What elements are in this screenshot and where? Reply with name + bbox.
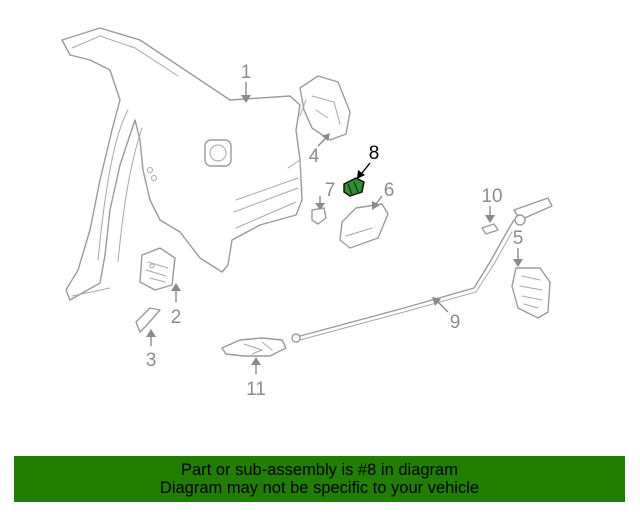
callout-9: 9 — [432, 297, 460, 333]
opener-lever-part — [221, 337, 287, 357]
callout-label-active: 8 — [369, 143, 380, 164]
bracket-part — [139, 247, 176, 291]
callout-label: 11 — [246, 379, 266, 400]
callout-11: 11 — [246, 357, 266, 400]
callout-label: 10 — [481, 186, 502, 207]
callout-label: 7 — [325, 180, 336, 201]
callout-label: 3 — [146, 350, 157, 371]
callout-10: 10 — [481, 186, 503, 223]
spring-hinge-part — [343, 177, 365, 197]
quarter-panel-part — [61, 27, 303, 301]
callout-7: 7 — [315, 180, 335, 210]
callout-label: 4 — [309, 146, 320, 167]
inner-panel-part — [299, 75, 351, 141]
callout-label: 1 — [241, 62, 252, 83]
callout-label: 2 — [171, 307, 182, 328]
release-cable-part — [291, 197, 553, 343]
banner-line-part-number: Part or sub-assembly is #8 in diagram — [181, 461, 458, 479]
parts-diagram: 1 2 3 4 5 6 7 8 9 10 — [61, 27, 553, 400]
callout-label: 9 — [450, 312, 461, 333]
callout-8: 8 — [357, 143, 379, 179]
banner-line-disclaimer: Diagram may not be specific to your vehi… — [159, 479, 480, 497]
callout-2: 2 — [171, 283, 182, 328]
clip-part — [311, 207, 327, 225]
callout-label: 5 — [513, 228, 524, 249]
part-info-banner: Part or sub-assembly is #8 in diagram Di… — [14, 456, 625, 502]
callout-5: 5 — [513, 228, 524, 267]
fuel-door-housing-part — [511, 267, 551, 319]
callout-label: 6 — [384, 180, 395, 201]
callout-6: 6 — [372, 180, 394, 210]
grommet-part — [481, 223, 499, 235]
seal-strip-part — [135, 307, 161, 333]
callout-3: 3 — [146, 329, 157, 371]
fuel-door-part — [339, 203, 389, 249]
callout-1: 1 — [241, 62, 252, 103]
callout-4: 4 — [309, 133, 330, 167]
